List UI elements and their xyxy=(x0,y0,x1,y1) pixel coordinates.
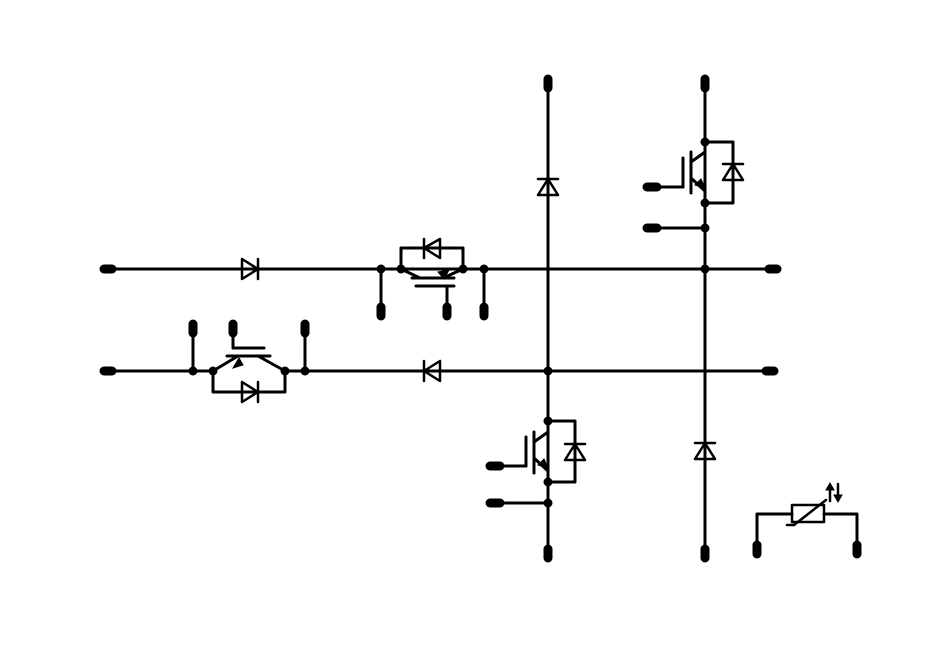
igbt-lower-left xyxy=(191,331,307,404)
terminal-pins xyxy=(99,74,862,563)
diode-center-upper xyxy=(536,177,560,197)
igbt-upper-middle xyxy=(379,237,486,309)
ntc-thermistor xyxy=(755,481,859,547)
junction-dots xyxy=(188,137,710,508)
igbt-right-upper xyxy=(655,140,745,230)
igbt-center-lower xyxy=(498,419,587,505)
wire-network xyxy=(106,81,775,555)
diode-right-lower xyxy=(693,441,717,461)
diode-lower-middle xyxy=(422,359,442,383)
diode-upper-left xyxy=(240,257,260,281)
